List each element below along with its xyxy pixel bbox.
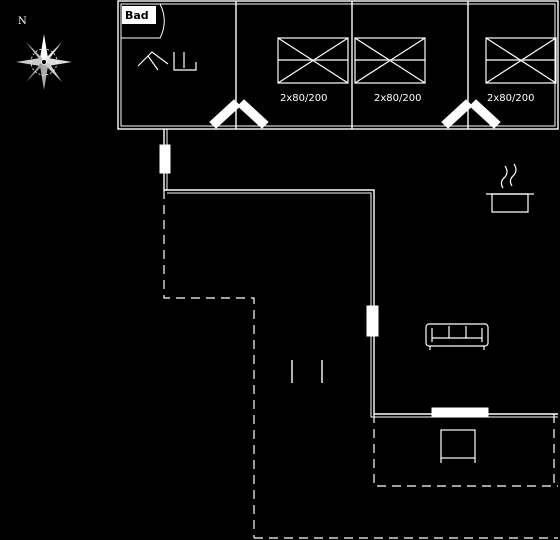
- window-hall: [159, 144, 171, 174]
- bedroom-3: 2x80/200: [485, 37, 557, 104]
- bathroom-corner-arc: [121, 3, 165, 39]
- living-area-walls: [163, 129, 558, 418]
- terrace-outline: [163, 190, 558, 539]
- bed-icon: [354, 37, 426, 84]
- bathroom-label-box: [122, 6, 156, 24]
- door-pair-2: [441, 99, 501, 129]
- bedroom-2: 2x80/200: [354, 37, 426, 104]
- toilet-icon: [173, 52, 197, 71]
- bed-icon: [485, 37, 557, 84]
- sofa-icon: [425, 323, 489, 350]
- compass-north-label: N: [18, 16, 27, 27]
- bathroom-label: Bad: [125, 9, 149, 22]
- bed-size-label: 2x80/200: [374, 93, 421, 104]
- window-terrace: [431, 407, 489, 418]
- bed-size-label: 2x80/200: [280, 93, 327, 104]
- bedroom-1: 2x80/200: [277, 37, 349, 104]
- door-pair-1: [209, 99, 269, 129]
- bed-icon: [277, 37, 349, 84]
- terrace-table-icon: [440, 429, 476, 463]
- bed-size-label: 2x80/200: [487, 93, 534, 104]
- shower-icon: [137, 51, 169, 71]
- window-living: [366, 305, 379, 337]
- cooking-pot-icon: [486, 163, 534, 213]
- compass-rose-icon: N: [16, 16, 72, 90]
- post-marks: [291, 360, 323, 383]
- bathroom: Bad: [121, 3, 197, 71]
